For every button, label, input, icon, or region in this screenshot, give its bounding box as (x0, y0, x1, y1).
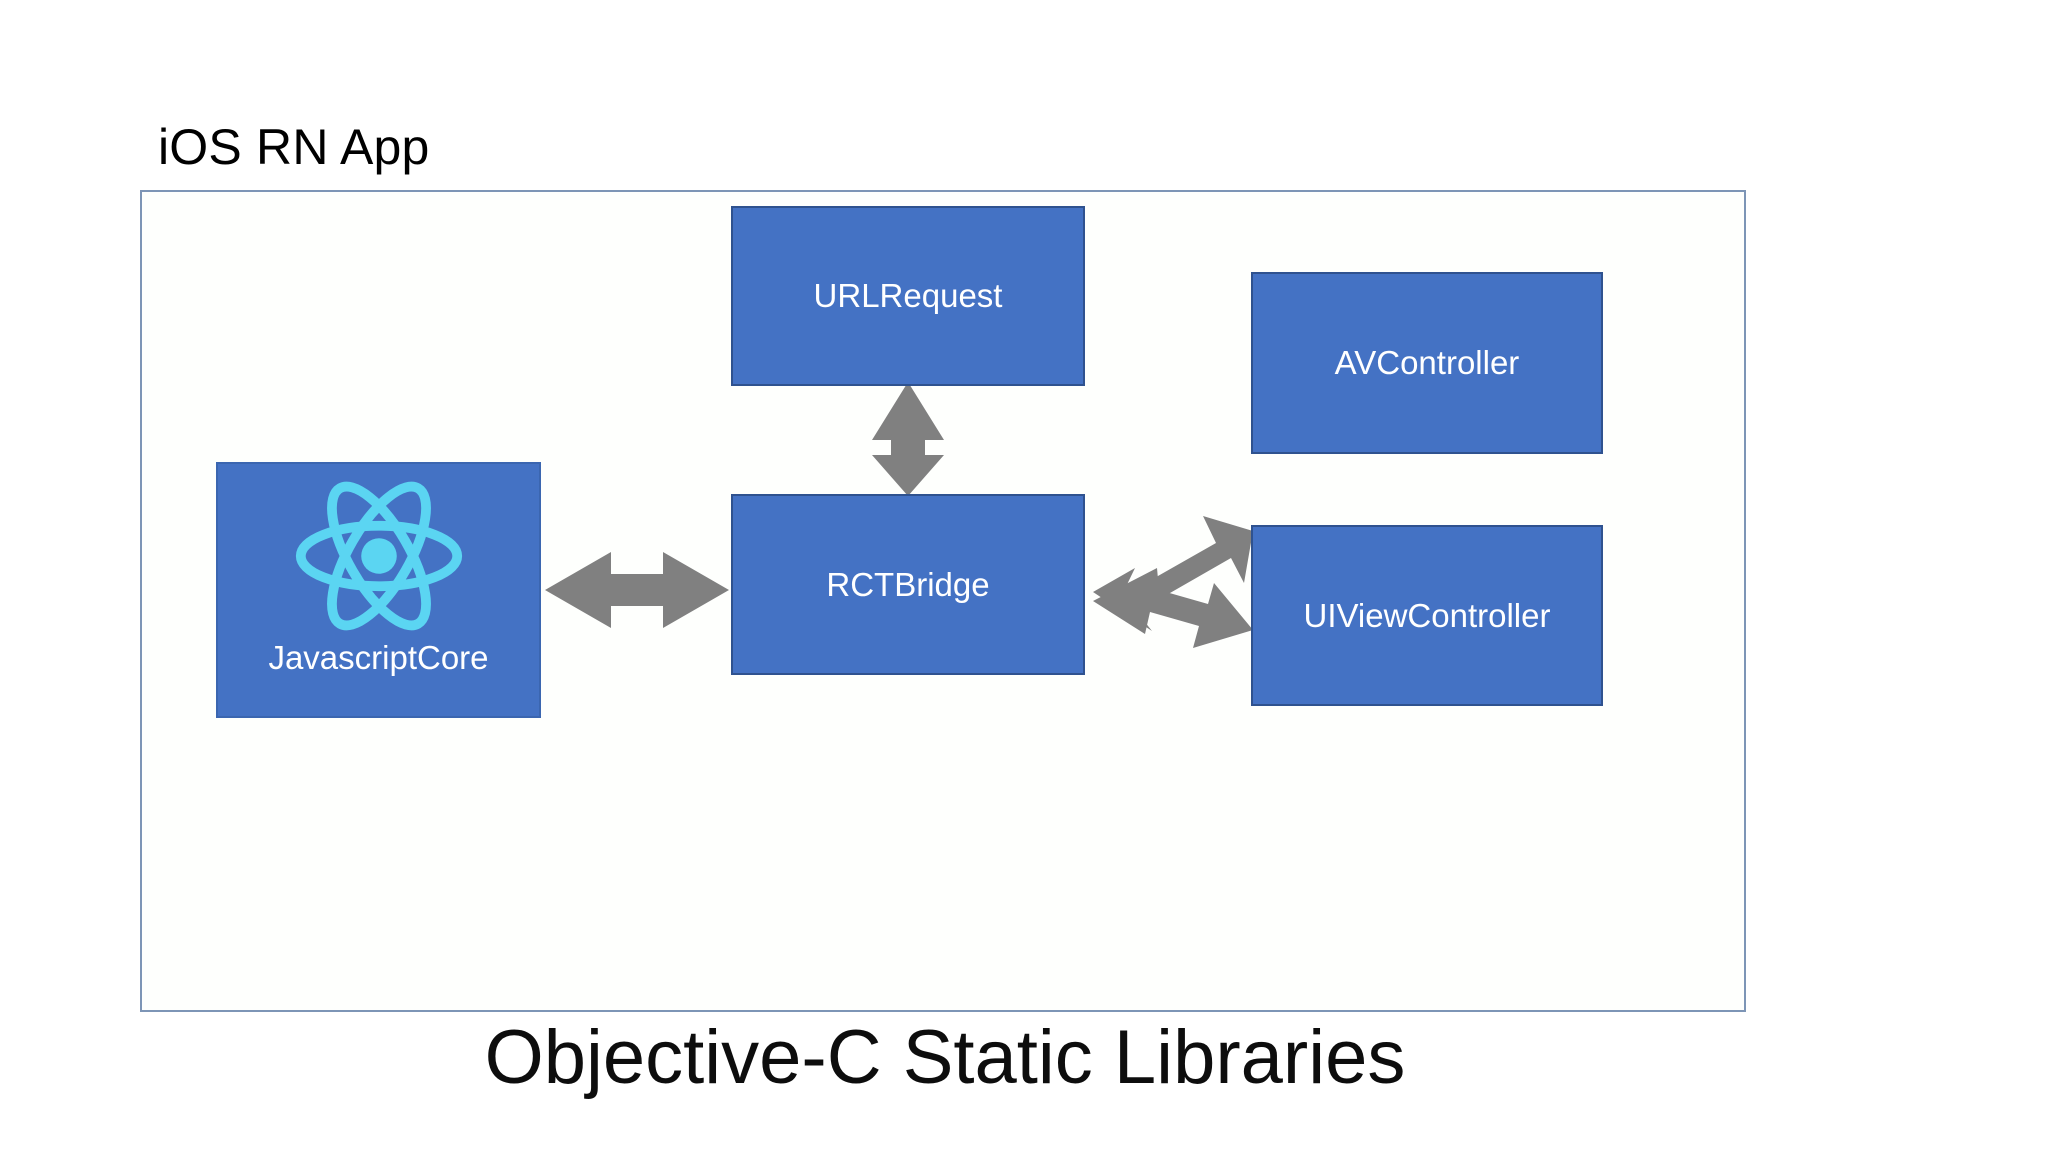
container-caption: Objective-C Static Libraries (484, 1015, 1406, 1100)
node-rctbridge-label: RCTBridge (826, 565, 990, 603)
node-uiviewcontroller[interactable]: UIViewController (1251, 525, 1603, 706)
node-avcontroller-label: AVController (1334, 344, 1520, 381)
react-logo-icon (295, 481, 462, 631)
page-title: iOS RN App (158, 119, 430, 175)
node-rctbridge[interactable]: RCTBridge (731, 494, 1085, 675)
node-uiviewcontroller-label: UIViewController (1303, 596, 1551, 634)
node-avcontroller[interactable]: AVController (1251, 272, 1603, 454)
node-urlrequest-label: URLRequest (813, 277, 1003, 314)
node-javascriptcore-label: JavascriptCore (268, 639, 489, 676)
node-javascriptcore[interactable]: JavascriptCore (216, 462, 541, 718)
node-urlrequest[interactable]: URLRequest (731, 206, 1085, 386)
